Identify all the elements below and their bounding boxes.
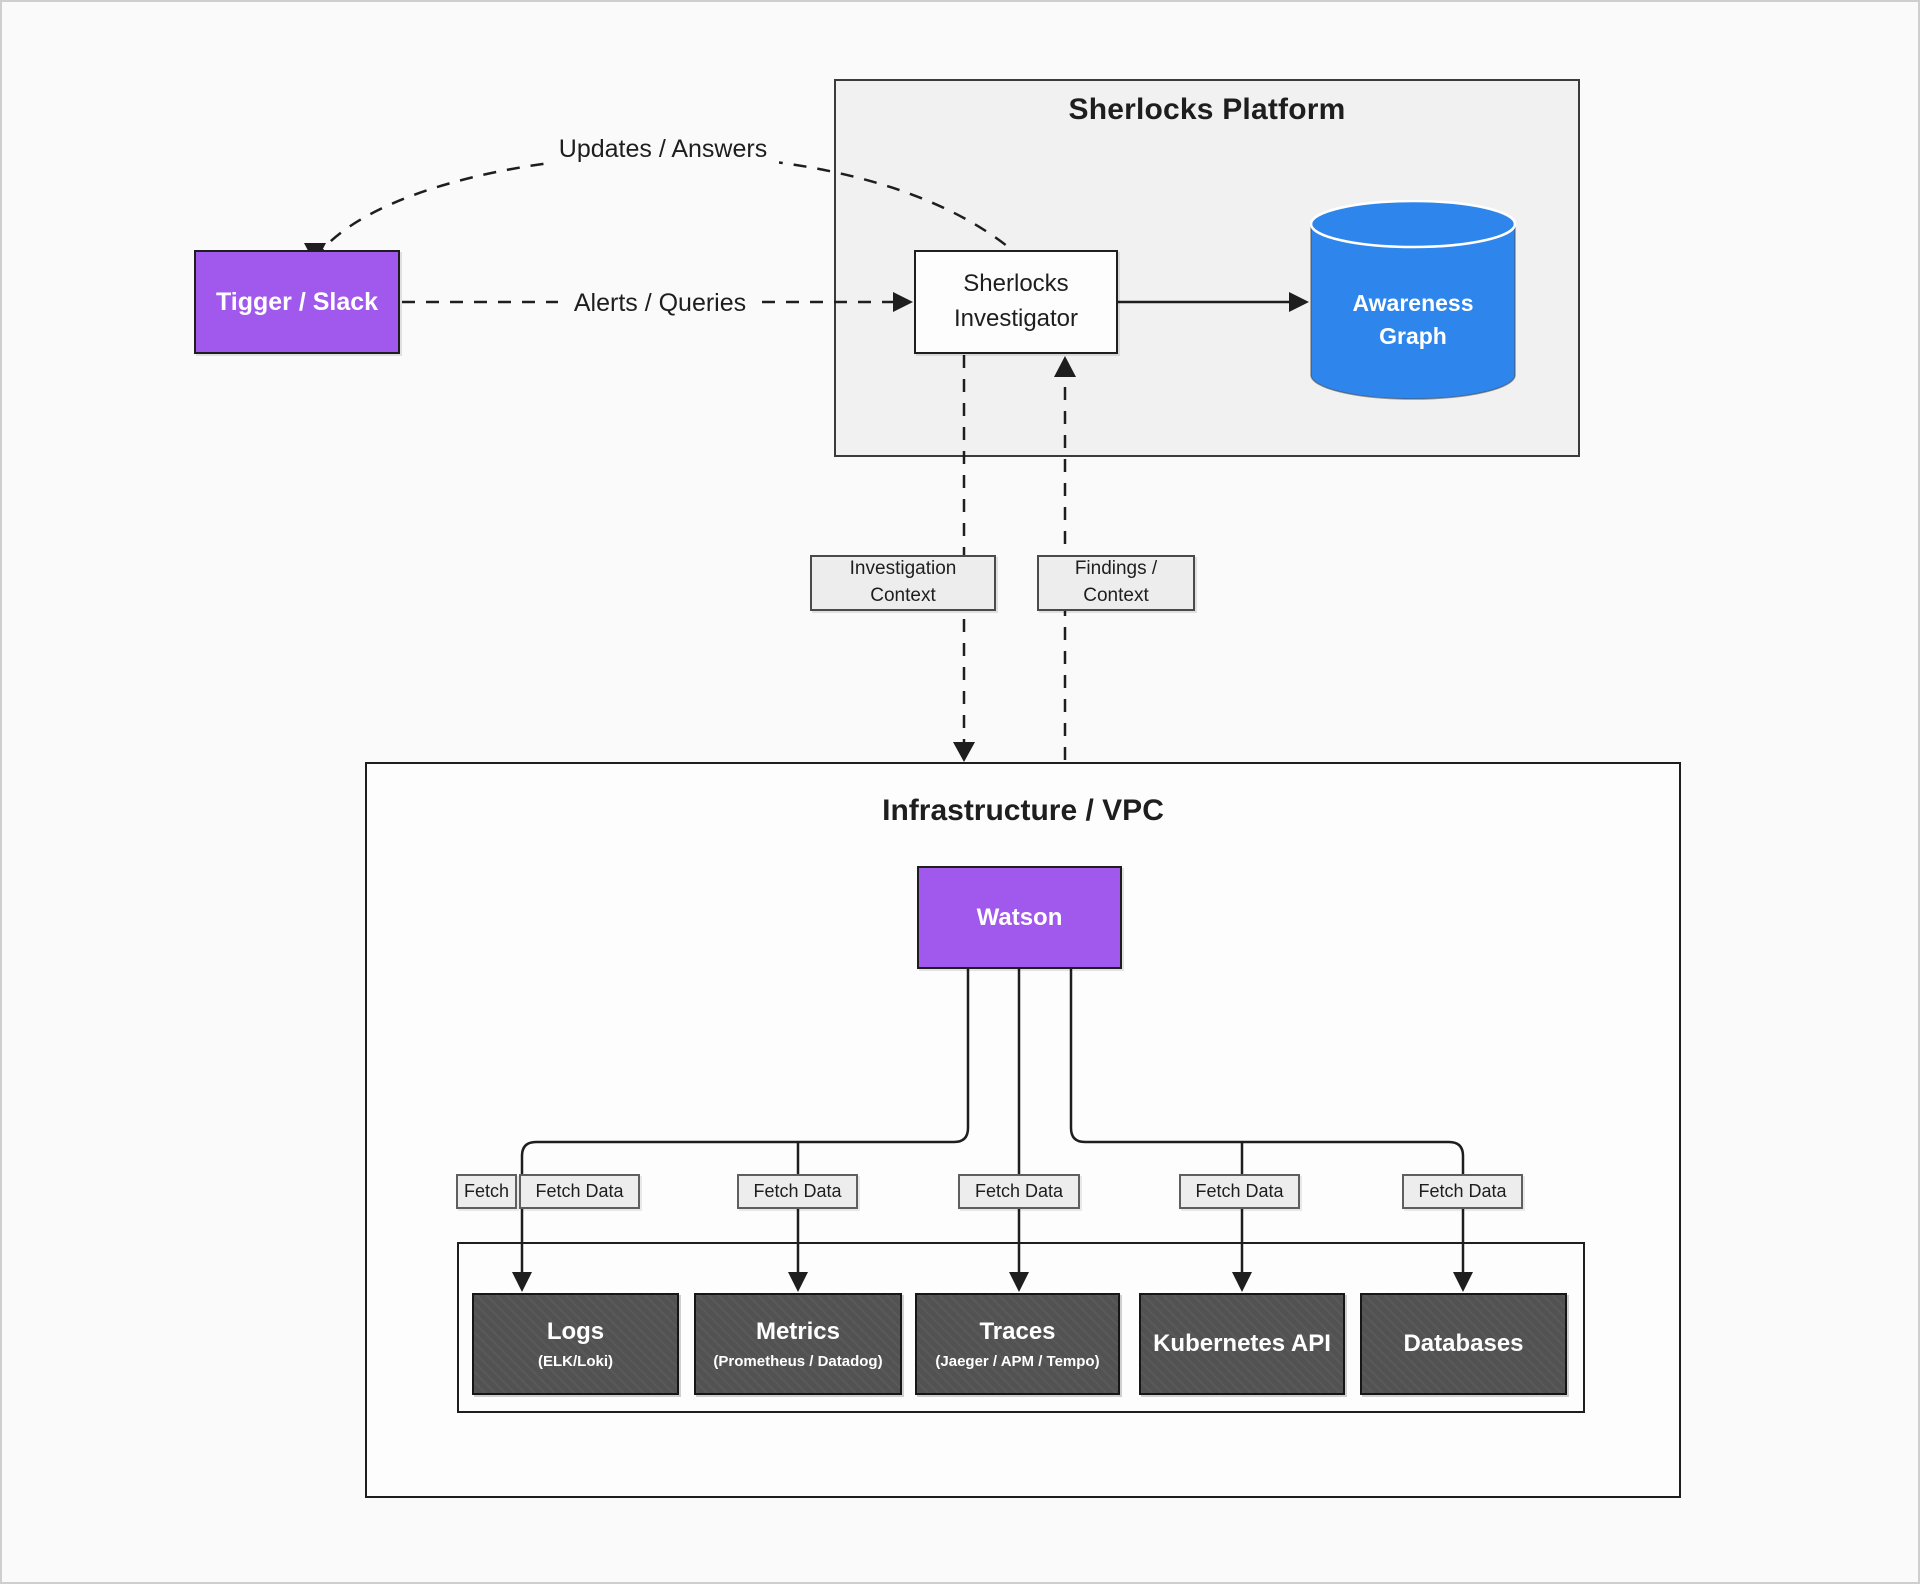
fetch-label: Fetch xyxy=(456,1174,517,1209)
fetch-data-label-logs: Fetch Data xyxy=(519,1174,640,1209)
fetch-data-label-databases: Fetch Data xyxy=(1402,1174,1523,1209)
database-cylinder-icon xyxy=(1309,199,1517,400)
findings-context-label: Findings / Context xyxy=(1037,555,1195,611)
updates-answers-label: Updates / Answers xyxy=(547,132,779,166)
awareness-graph-label: Awareness Graph xyxy=(1352,289,1474,349)
traces-subtitle: (Jaeger / APM / Tempo) xyxy=(935,1353,1100,1370)
metrics-title: Metrics xyxy=(755,1318,841,1345)
watson-label: Watson xyxy=(976,903,1063,931)
trigger-slack-label: Tigger / Slack xyxy=(215,287,379,316)
logs-node: Logs (ELK/Loki) xyxy=(472,1293,679,1395)
kubernetes-api-node: Kubernetes API xyxy=(1139,1293,1345,1395)
metrics-subtitle: (Prometheus / Datadog) xyxy=(713,1353,883,1370)
metrics-node: Metrics (Prometheus / Datadog) xyxy=(694,1293,902,1395)
watson-node: Watson xyxy=(917,866,1122,969)
awareness-graph-node: Awareness Graph xyxy=(1309,199,1517,400)
databases-title: Databases xyxy=(1403,1330,1524,1357)
platform-title: Sherlocks Platform xyxy=(1068,93,1346,126)
logs-title: Logs xyxy=(546,1318,605,1345)
kubernetes-api-title: Kubernetes API xyxy=(1153,1330,1331,1357)
alerts-queries-label: Alerts / Queries xyxy=(558,286,762,320)
trigger-slack-node: Tigger / Slack xyxy=(194,250,400,354)
traces-title: Traces xyxy=(979,1318,1056,1345)
fetch-data-label-kubernetes: Fetch Data xyxy=(1179,1174,1300,1209)
sherlocks-investigator-label: Sherlocks Investigator xyxy=(953,270,1079,332)
fetch-data-label-traces: Fetch Data xyxy=(958,1174,1080,1209)
investigation-context-label: Investigation Context xyxy=(810,555,996,611)
databases-node: Databases xyxy=(1360,1293,1567,1395)
sherlocks-investigator-node: Sherlocks Investigator xyxy=(914,250,1118,354)
data-sources-container xyxy=(457,1242,1585,1413)
infrastructure-title: Infrastructure / VPC xyxy=(882,794,1164,827)
arrowhead-to-infrastructure xyxy=(953,742,975,762)
traces-node: Traces (Jaeger / APM / Tempo) xyxy=(915,1293,1120,1395)
fetch-data-label-metrics: Fetch Data xyxy=(737,1174,858,1209)
logs-subtitle: (ELK/Loki) xyxy=(538,1353,613,1370)
